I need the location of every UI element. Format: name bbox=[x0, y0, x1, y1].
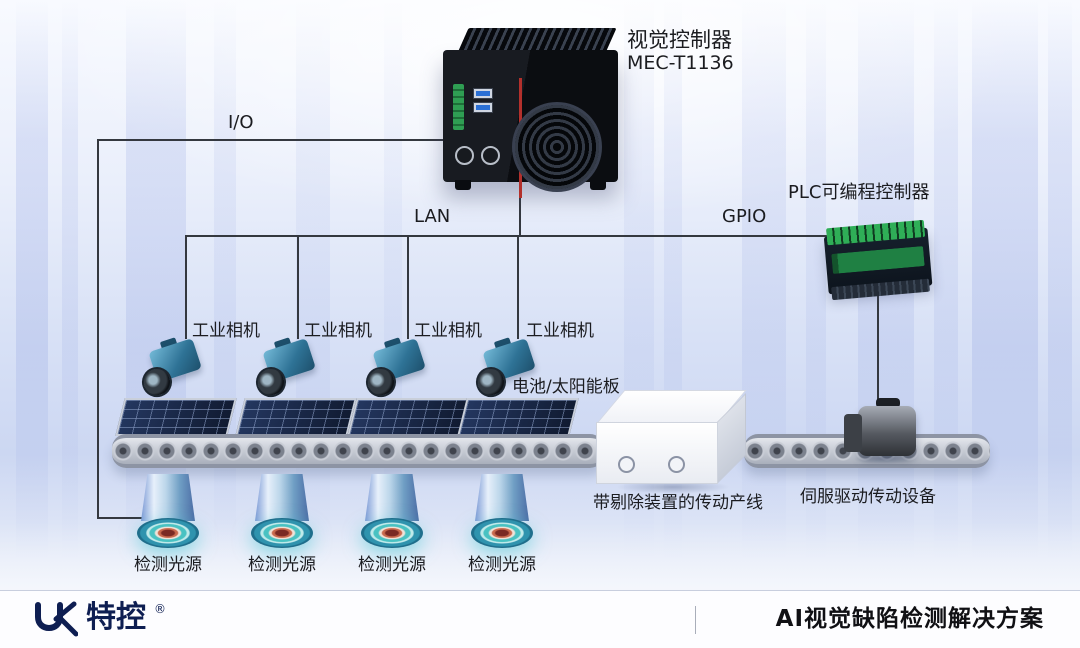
background-pillar bbox=[16, 0, 48, 560]
solar-panel bbox=[115, 398, 237, 436]
lan-label: LAN bbox=[414, 206, 451, 227]
servo-label: 伺服驱动传动设备 bbox=[800, 487, 936, 507]
light-housing bbox=[141, 474, 195, 521]
controller-foot bbox=[590, 180, 606, 190]
terminal-block-icon bbox=[453, 84, 464, 130]
camera2-label: 工业相机 bbox=[304, 321, 372, 341]
light-ring-icon bbox=[471, 518, 533, 548]
usb-port-icon bbox=[473, 88, 493, 99]
reject-conveyor-label: 带剔除装置的传动产线 bbox=[593, 493, 763, 513]
controller-model: MEC-T1136 bbox=[627, 52, 734, 74]
detect-light-source bbox=[471, 474, 533, 548]
background-pillar bbox=[62, 0, 78, 560]
background-pillar bbox=[742, 0, 786, 560]
light-housing bbox=[365, 474, 419, 521]
box-hole-icon bbox=[618, 456, 635, 473]
solar-panel bbox=[347, 398, 469, 436]
usb-port-icon bbox=[473, 102, 493, 113]
background-pillar bbox=[214, 0, 236, 560]
io-wire-vertical bbox=[97, 139, 99, 519]
servo-body bbox=[858, 406, 916, 456]
background-pillar bbox=[1048, 0, 1072, 560]
footer-divider bbox=[695, 606, 696, 634]
camera4-drop-wire bbox=[517, 235, 519, 339]
light3-label: 检测光源 bbox=[358, 555, 426, 575]
light-ring-icon bbox=[361, 518, 423, 548]
vision-controller-device bbox=[443, 28, 618, 198]
background-pillar bbox=[806, 0, 826, 560]
solar-panel bbox=[235, 398, 357, 436]
plc-servo-wire bbox=[877, 292, 879, 404]
light1-label: 检测光源 bbox=[134, 555, 202, 575]
box-front-face bbox=[596, 422, 718, 484]
camera1-drop-wire bbox=[185, 235, 187, 339]
light4-label: 检测光源 bbox=[468, 555, 536, 575]
servo-flange bbox=[844, 414, 862, 452]
plc-device bbox=[823, 219, 933, 301]
brand-logo: 特控 ® bbox=[34, 601, 166, 637]
io-wire-horizontal bbox=[97, 139, 452, 141]
solar-panel bbox=[457, 398, 579, 436]
light-ring-icon bbox=[137, 518, 199, 548]
box-hole-icon bbox=[668, 456, 685, 473]
camera3-label: 工业相机 bbox=[414, 321, 482, 341]
io-label: I/O bbox=[228, 112, 254, 133]
industrial-camera bbox=[353, 331, 436, 404]
light-ring-icon bbox=[251, 518, 313, 548]
camera3-drop-wire bbox=[407, 235, 409, 339]
detect-light-source bbox=[361, 474, 423, 548]
detect-light-source bbox=[251, 474, 313, 548]
industrial-camera bbox=[243, 331, 326, 404]
lan-gpio-bus-wire bbox=[185, 235, 834, 237]
background-pillar bbox=[972, 0, 1038, 560]
background-pillar bbox=[934, 0, 958, 560]
io-wire-to-light bbox=[97, 517, 143, 519]
camera4-label: 工业相机 bbox=[526, 321, 594, 341]
camera2-drop-wire bbox=[297, 235, 299, 339]
battery-panel-label: 电池/太阳能板 bbox=[512, 377, 620, 397]
gpio-label: GPIO bbox=[722, 206, 767, 227]
industrial-camera bbox=[129, 331, 212, 404]
detect-light-source bbox=[137, 474, 199, 548]
controller-drop-wire bbox=[519, 196, 521, 236]
brand-name: 特控 bbox=[86, 600, 146, 635]
controller-chassis bbox=[443, 50, 618, 198]
round-connector-icon bbox=[455, 146, 474, 165]
servo-motor-device bbox=[842, 398, 920, 462]
camera1-label: 工业相机 bbox=[192, 321, 260, 341]
plc-label: PLC可编程控制器 bbox=[788, 182, 930, 203]
brand-logo-mark bbox=[35, 601, 78, 637]
solution-title: AI视觉缺陷检测解决方案 bbox=[775, 606, 1044, 632]
servo-cable bbox=[876, 398, 900, 408]
reject-device-box bbox=[596, 390, 748, 484]
registered-mark: ® bbox=[154, 602, 166, 616]
light-housing bbox=[475, 474, 529, 521]
left-conveyor-chain bbox=[112, 434, 604, 468]
fan-icon bbox=[512, 102, 602, 192]
controller-title: 视觉控制器 bbox=[627, 28, 732, 52]
controller-foot bbox=[455, 180, 471, 190]
round-connector-icon bbox=[481, 146, 500, 165]
footer-bar: 特控 ® AI视觉缺陷检测解决方案 bbox=[0, 590, 1080, 648]
light2-label: 检测光源 bbox=[248, 555, 316, 575]
light-housing bbox=[255, 474, 309, 521]
